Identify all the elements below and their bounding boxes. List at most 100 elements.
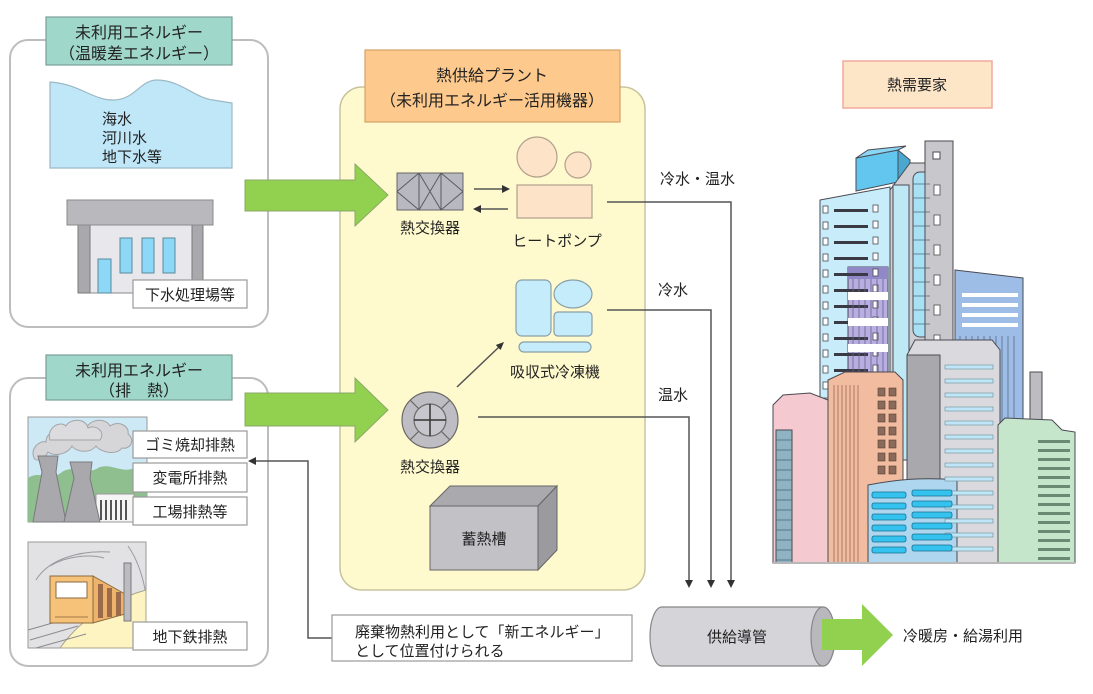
- subway-label: 地下鉄排熱: [152, 628, 227, 646]
- building-window-band: [1038, 485, 1070, 488]
- arrow-head-icon: [473, 205, 481, 213]
- tower-window: [932, 151, 941, 160]
- tank-top: [428, 485, 559, 507]
- building-window-band: [871, 491, 907, 499]
- arrow-head-icon: [495, 342, 504, 350]
- factory-vents: [100, 500, 127, 520]
- cylinder-band: [848, 292, 888, 300]
- inflow-arrow-icon: [244, 376, 389, 444]
- plant-header-title: 熱供給プラント: [436, 66, 548, 85]
- arrow-down-icon: [685, 580, 693, 588]
- building-window-band: [1038, 503, 1070, 506]
- source-panel-waste-heat: 未利用エネルギー （排 熱） ゴミ焼却排熱 変電所排熱 工場排熱等: [9, 354, 269, 667]
- absorption-chiller-icon: [515, 279, 593, 353]
- building-window-band: [911, 533, 953, 541]
- note-connector-line: [256, 460, 332, 639]
- tower-window: [933, 184, 941, 196]
- supply-pipe-label: 供給導管: [707, 628, 767, 646]
- building-window-band: [911, 489, 953, 497]
- flow-line: [456, 346, 500, 388]
- flow-label-heat-pump: 冷水・温水: [660, 170, 735, 188]
- building-window-band: [1038, 467, 1070, 470]
- building-window-band: [1038, 557, 1070, 560]
- building-window-band: [871, 524, 907, 532]
- building-window: [872, 300, 879, 309]
- building-window: [888, 426, 897, 436]
- building-window: [822, 333, 829, 342]
- building-window-band: [871, 502, 907, 510]
- flow-label-exchanger: 温水: [658, 386, 688, 404]
- building-window: [877, 387, 886, 397]
- vent-bar: [115, 500, 117, 520]
- building-window-band: [911, 511, 953, 519]
- building-stripe: [962, 293, 1018, 297]
- building-window: [872, 252, 879, 261]
- train-side-window: [98, 584, 103, 618]
- source-panel-temperature-difference: 未利用エネルギー （温暖差エネルギー） 海水 河川水 地下水等 下水処理場等: [9, 16, 269, 328]
- building-window: [822, 237, 829, 246]
- heat-supply-plant: 熱供給プラント （未利用エネルギー活用機器） 熱交換器 ヒートポンプ 吸収式冷凍…: [339, 49, 646, 591]
- building-window: [888, 439, 897, 449]
- end-use-label: 冷暖房・給湯利用: [903, 627, 1023, 645]
- tower-window: [933, 214, 941, 226]
- water-body-icon: [49, 79, 233, 169]
- subway-label-box: [132, 621, 248, 651]
- heat-pump-tank: [564, 151, 592, 179]
- building-window: [872, 268, 879, 277]
- building-window-band: [834, 353, 868, 356]
- building-stripe: [962, 313, 1018, 317]
- building-window-band: [944, 434, 994, 440]
- building-window: [822, 381, 829, 390]
- facility-label-box: [132, 279, 248, 309]
- cylinder-band: [848, 344, 888, 352]
- flow-label-chiller: 冷水: [658, 281, 688, 299]
- water-label: 地下水等: [102, 148, 162, 166]
- city-buildings-icon: [772, 140, 1076, 564]
- smoke-cloud: [48, 419, 103, 441]
- building-window: [822, 285, 829, 294]
- building-front-details: [776, 364, 1070, 563]
- building-window: [872, 220, 879, 229]
- building-window-band: [944, 476, 994, 482]
- consumer-box: [842, 60, 993, 109]
- exchanger-plates: [396, 172, 464, 211]
- building-window-band: [834, 257, 868, 260]
- building-window: [888, 452, 897, 462]
- train-window: [55, 581, 88, 599]
- heat-storage-tank-label: 蓄熱槽: [461, 530, 506, 548]
- rooftop-box-top: [855, 145, 907, 159]
- source-header-box: [45, 354, 233, 401]
- building-window-band: [1038, 512, 1070, 515]
- building-window: [822, 349, 829, 358]
- heat-exchanger-label: 熱交換器: [400, 458, 460, 476]
- shell-heat-exchanger-icon: [401, 391, 459, 449]
- heat-exchanger-label: 熱交換器: [400, 219, 460, 237]
- arrow-down-icon: [707, 580, 715, 588]
- heat-pump-icon: [516, 136, 593, 219]
- building-window: [877, 413, 886, 423]
- building-window-band: [834, 241, 868, 244]
- building-window: [822, 253, 829, 262]
- building-stripe: [962, 303, 1018, 307]
- plant-window: [141, 237, 155, 274]
- building-window-band: [944, 462, 994, 468]
- tower-window: [933, 304, 941, 316]
- chiller-shell: [515, 279, 552, 337]
- building-window-band: [944, 364, 994, 370]
- train-side-window: [107, 588, 112, 617]
- water-label: 河川水: [102, 129, 147, 147]
- plant-pillar: [77, 224, 91, 294]
- heat-source-label-box: [132, 462, 248, 493]
- building-window: [872, 204, 879, 213]
- source-header-title: 未利用エネルギー: [75, 361, 203, 380]
- tunnel-arc: [49, 555, 105, 567]
- building-window-band: [834, 225, 868, 228]
- heat-source-label: ゴミ焼却排熱: [145, 436, 235, 454]
- building-window-band: [944, 392, 994, 398]
- building-window-band: [944, 448, 994, 454]
- building-window-band: [944, 420, 994, 426]
- building-window-band: [944, 518, 994, 524]
- heat-pump-label: ヒートポンプ: [512, 232, 602, 250]
- building-window-band: [871, 546, 907, 554]
- building-window-band: [911, 500, 953, 508]
